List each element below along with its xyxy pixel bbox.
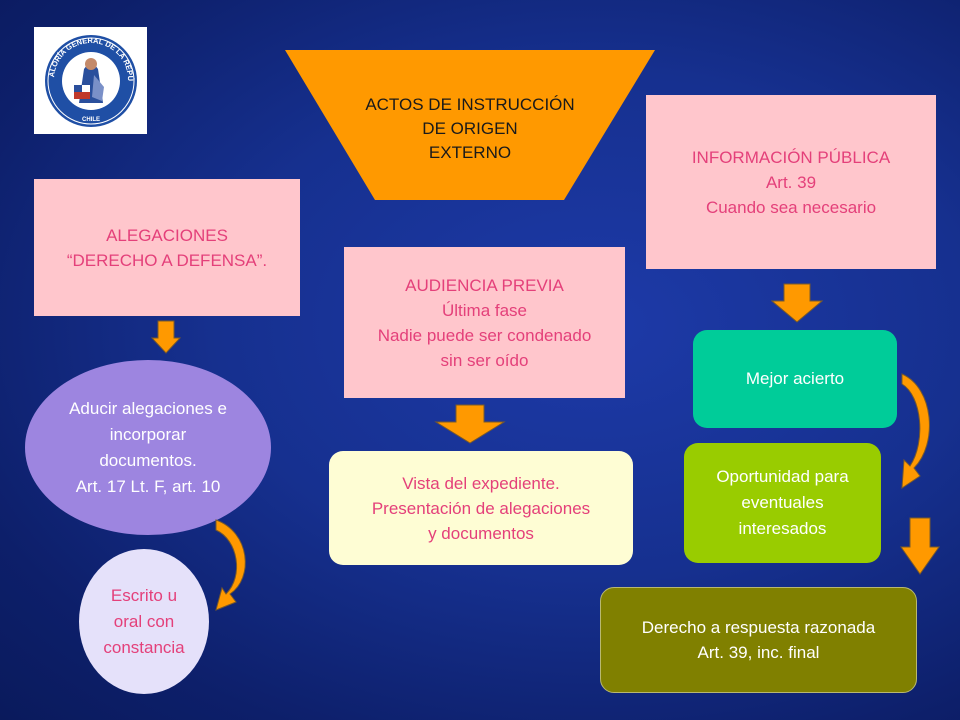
down-arrow-icon (434, 404, 506, 444)
contraloria-seal-icon: CONTRALORÍA GENERAL DE LA REPÚBLICA CHIL… (31, 20, 137, 127)
informacion-publica-box: INFORMACIÓN PÚBLICA Art. 39 Cuando sea n… (646, 95, 936, 269)
down-arrow-icon (771, 283, 823, 323)
vista-expediente-box: Vista del expediente. Presentación de al… (329, 451, 633, 565)
oportunidad-line-2: eventuales (741, 493, 824, 512)
derecho-line-2: Art. 39, inc. final (697, 643, 820, 662)
alegaciones-title: ALEGACIONES (106, 225, 228, 245)
vista-line-3: y documentos (428, 523, 534, 543)
funnel-title: ACTOS DE INSTRUCCIÓN DE ORIGEN EXTERNO (305, 84, 635, 174)
down-arrow-icon (151, 320, 181, 354)
derecho-line-1: Derecho a respuesta razonada (641, 618, 876, 637)
oportunidad-line-3: interesados (738, 519, 827, 538)
funnel-line-3: EXTERNO (428, 143, 512, 162)
curved-arrow-icon (901, 373, 930, 489)
informacion-publica-title: INFORMACIÓN PÚBLICA (691, 147, 891, 167)
informacion-publica-article: Art. 39 (765, 172, 817, 192)
vista-line-1: Vista del expediente. (402, 473, 560, 493)
funnel-shape (285, 50, 655, 200)
aducir-line-4: Art. 17 Lt. F, art. 10 (75, 476, 221, 496)
oportunidad-line-1: Oportunidad para (716, 467, 849, 486)
audiencia-previa-line-2: Última fase (441, 300, 528, 320)
funnel-line-2: DE ORIGEN (422, 119, 518, 138)
funnel-line-1: ACTOS DE INSTRUCCIÓN (365, 95, 575, 114)
aducir-ellipse: Aducir alegaciones e incorporar document… (25, 360, 271, 535)
alegaciones-subtitle: “DERECHO A DEFENSA”. (66, 250, 268, 270)
down-arrow-icon (900, 517, 940, 575)
audiencia-previa-line-3: Nadie puede ser condenado (377, 325, 592, 345)
mejor-acierto-box: Mejor acierto (693, 330, 897, 428)
curved-arrow-icon (215, 519, 246, 611)
aducir-line-2: incorporar (109, 424, 187, 444)
informacion-publica-condition: Cuando sea necesario (705, 197, 877, 217)
escrito-line-2: oral con (113, 611, 175, 631)
audiencia-previa-title: AUDIENCIA PREVIA (405, 275, 564, 295)
derecho-respuesta-box: Derecho a respuesta razonada Art. 39, in… (600, 587, 917, 693)
aducir-line-1: Aducir alegaciones e (69, 398, 227, 418)
oportunidad-box: Oportunidad para eventuales interesados (684, 443, 881, 563)
vista-line-2: Presentación de alegaciones (371, 498, 591, 518)
escrito-line-3: constancia (103, 637, 185, 657)
aducir-line-3: documentos. (99, 450, 197, 470)
escrito-ellipse: Escrito u oral con constancia (79, 549, 209, 694)
escrito-line-1: Escrito u (110, 585, 178, 605)
audiencia-previa-line-4: sin ser oído (440, 350, 529, 370)
contraloria-logo: CONTRALORÍA GENERAL DE LA REPÚBLICA CHIL… (31, 20, 147, 134)
alegaciones-box: ALEGACIONES “DERECHO A DEFENSA”. (34, 179, 300, 316)
audiencia-previa-box: AUDIENCIA PREVIA Última fase Nadie puede… (344, 247, 625, 398)
mejor-acierto-label: Mejor acierto (745, 369, 845, 388)
seal-text-bottom: CHILE (82, 117, 100, 123)
